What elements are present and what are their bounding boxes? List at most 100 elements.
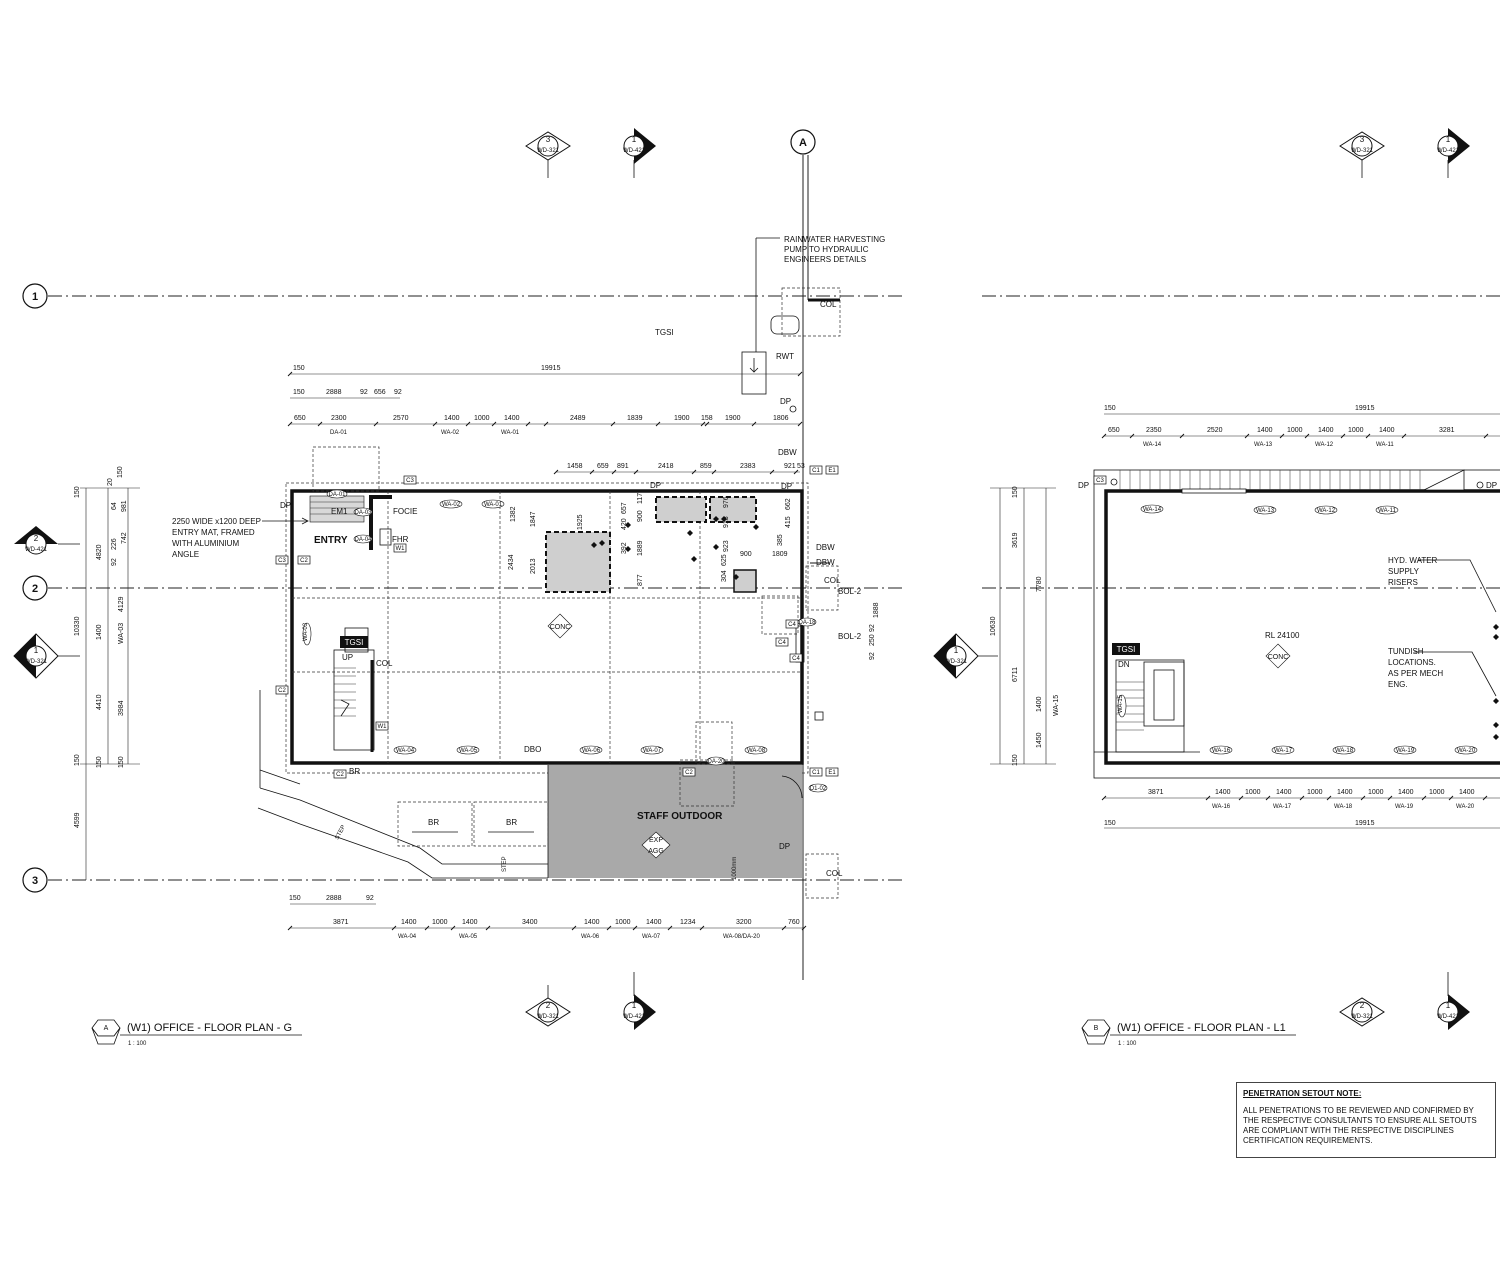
plan-a-title: (W1) OFFICE - FLOOR PLAN - G xyxy=(127,1022,292,1034)
svg-text:WA-03: WA-03 xyxy=(303,622,309,641)
svg-text:1: 1 xyxy=(34,646,39,655)
svg-text:3984: 3984 xyxy=(118,700,125,716)
svg-text:1000: 1000 xyxy=(1368,789,1384,796)
svg-text:W1: W1 xyxy=(378,724,388,730)
svg-text:92: 92 xyxy=(360,389,368,396)
svg-text:ENGINEERS DETAILS: ENGINEERS DETAILS xyxy=(784,255,866,264)
svg-text:10630: 10630 xyxy=(990,616,997,636)
svg-text:976: 976 xyxy=(723,496,730,508)
svg-text:53: 53 xyxy=(797,463,805,470)
svg-text:900: 900 xyxy=(740,551,752,558)
svg-text:742: 742 xyxy=(121,532,128,544)
svg-text:DA-01: DA-01 xyxy=(328,492,346,498)
svg-text:2300: 2300 xyxy=(331,415,347,422)
svg-text:392: 392 xyxy=(621,542,628,554)
svg-text:WD-321: WD-321 xyxy=(1351,148,1374,154)
svg-text:913: 913 xyxy=(723,516,730,528)
plan-b-left-dimensions: 150 3619 7780 10630 6711 1400 WA-15 1450… xyxy=(990,486,1060,766)
svg-text:1400: 1400 xyxy=(401,919,417,926)
svg-text:2: 2 xyxy=(32,583,38,595)
plan-a-bottom-dimensions: 150 2888 92 3871 1400 1000 1400 3400 140… xyxy=(287,895,807,940)
svg-text:415: 415 xyxy=(785,516,792,528)
svg-text:DN: DN xyxy=(1118,660,1130,669)
svg-text:BR: BR xyxy=(349,767,360,776)
svg-text:BR: BR xyxy=(506,818,517,827)
svg-text:WA-11: WA-11 xyxy=(1378,508,1396,514)
svg-text:1: 1 xyxy=(32,291,38,303)
svg-text:WA-08/DA-20: WA-08/DA-20 xyxy=(723,934,760,940)
svg-text:1400: 1400 xyxy=(1398,789,1414,796)
svg-text:WA-20: WA-20 xyxy=(1457,748,1476,754)
penetration-setout-note: PENETRATION SETOUT NOTE: ALL PENETRATION… xyxy=(1236,1082,1496,1158)
section-marker-2-bottom-a: 2 WD-321 xyxy=(525,985,571,1027)
svg-text:COL: COL xyxy=(376,659,393,668)
svg-text:877: 877 xyxy=(637,574,644,586)
svg-text:FOCIE: FOCIE xyxy=(393,507,417,516)
svg-text:150: 150 xyxy=(74,754,81,766)
entry-room-label: ENTRY xyxy=(314,535,348,546)
svg-text:150: 150 xyxy=(117,466,124,478)
svg-text:150: 150 xyxy=(118,756,125,768)
svg-text:92: 92 xyxy=(394,389,402,396)
svg-text:LOCATIONS.: LOCATIONS. xyxy=(1388,658,1436,667)
svg-text:DP: DP xyxy=(1078,481,1089,490)
svg-text:WA-17: WA-17 xyxy=(1273,804,1292,810)
svg-text:3: 3 xyxy=(546,135,551,144)
svg-text:1400: 1400 xyxy=(1036,696,1043,712)
plan-a-interior-dimensions: 1382 1847 1925 657 420 117 900 2434 2013… xyxy=(508,493,880,660)
svg-text:DP: DP xyxy=(780,397,791,406)
grid-bubble-a: A xyxy=(790,129,816,155)
svg-text:WA-14: WA-14 xyxy=(1143,507,1162,513)
svg-text:C2: C2 xyxy=(300,558,308,564)
svg-text:1925: 1925 xyxy=(577,514,584,530)
section-marker-1-bottom-a: 1 WD-421 xyxy=(623,972,656,1030)
svg-text:DP: DP xyxy=(781,482,792,491)
svg-text:HYD. WATER: HYD. WATER xyxy=(1388,556,1438,565)
svg-text:WA-19: WA-19 xyxy=(1395,804,1414,810)
svg-text:1450: 1450 xyxy=(1036,732,1043,748)
svg-text:WD-321: WD-321 xyxy=(25,659,48,665)
svg-text:AS PER MECH: AS PER MECH xyxy=(1388,669,1443,678)
svg-text:BOL-2: BOL-2 xyxy=(838,632,862,641)
svg-text:COL: COL xyxy=(826,869,843,878)
svg-text:WA-02: WA-02 xyxy=(442,502,461,508)
svg-text:92: 92 xyxy=(366,895,374,902)
svg-text:150: 150 xyxy=(96,756,103,768)
svg-text:981: 981 xyxy=(121,500,128,512)
svg-text:WA-06: WA-06 xyxy=(581,934,600,940)
svg-text:WA-17: WA-17 xyxy=(1274,748,1293,754)
svg-text:1400: 1400 xyxy=(96,624,103,640)
svg-text:656: 656 xyxy=(374,389,386,396)
svg-text:DBW: DBW xyxy=(778,448,797,457)
svg-text:923: 923 xyxy=(723,540,730,552)
svg-text:1000: 1000 xyxy=(1348,427,1364,434)
svg-text:385: 385 xyxy=(777,534,784,546)
svg-text:1400: 1400 xyxy=(1337,789,1353,796)
svg-text:2570: 2570 xyxy=(393,415,409,422)
svg-text:4599: 4599 xyxy=(74,812,81,828)
svg-text:WA-05: WA-05 xyxy=(459,934,478,940)
svg-text:1000: 1000 xyxy=(1245,789,1261,796)
svg-text:891: 891 xyxy=(617,463,629,470)
staff-outdoor-room-label: STAFF OUTDOOR xyxy=(637,811,723,822)
svg-text:1 : 100: 1 : 100 xyxy=(1118,1041,1137,1047)
svg-text:64: 64 xyxy=(111,502,118,510)
svg-text:10330: 10330 xyxy=(74,616,81,636)
svg-text:1400: 1400 xyxy=(1276,789,1292,796)
svg-text:A: A xyxy=(799,137,807,149)
svg-text:1000: 1000 xyxy=(474,415,490,422)
svg-text:DBW: DBW xyxy=(816,558,835,567)
svg-text:92: 92 xyxy=(869,624,876,632)
svg-text:C3: C3 xyxy=(1096,478,1104,484)
svg-text:2: 2 xyxy=(546,1001,551,1010)
svg-text:657: 657 xyxy=(621,502,628,514)
svg-text:1400: 1400 xyxy=(1318,427,1334,434)
svg-text:C3: C3 xyxy=(278,558,286,564)
svg-text:1806: 1806 xyxy=(773,415,789,422)
svg-text:WA-08: WA-08 xyxy=(747,748,766,754)
svg-text:DP: DP xyxy=(779,842,790,851)
svg-text:RWT: RWT xyxy=(776,352,794,361)
exp-agg-diamond: EXP AGG xyxy=(641,831,671,859)
svg-text:650: 650 xyxy=(294,415,306,422)
svg-text:DP: DP xyxy=(650,481,661,490)
